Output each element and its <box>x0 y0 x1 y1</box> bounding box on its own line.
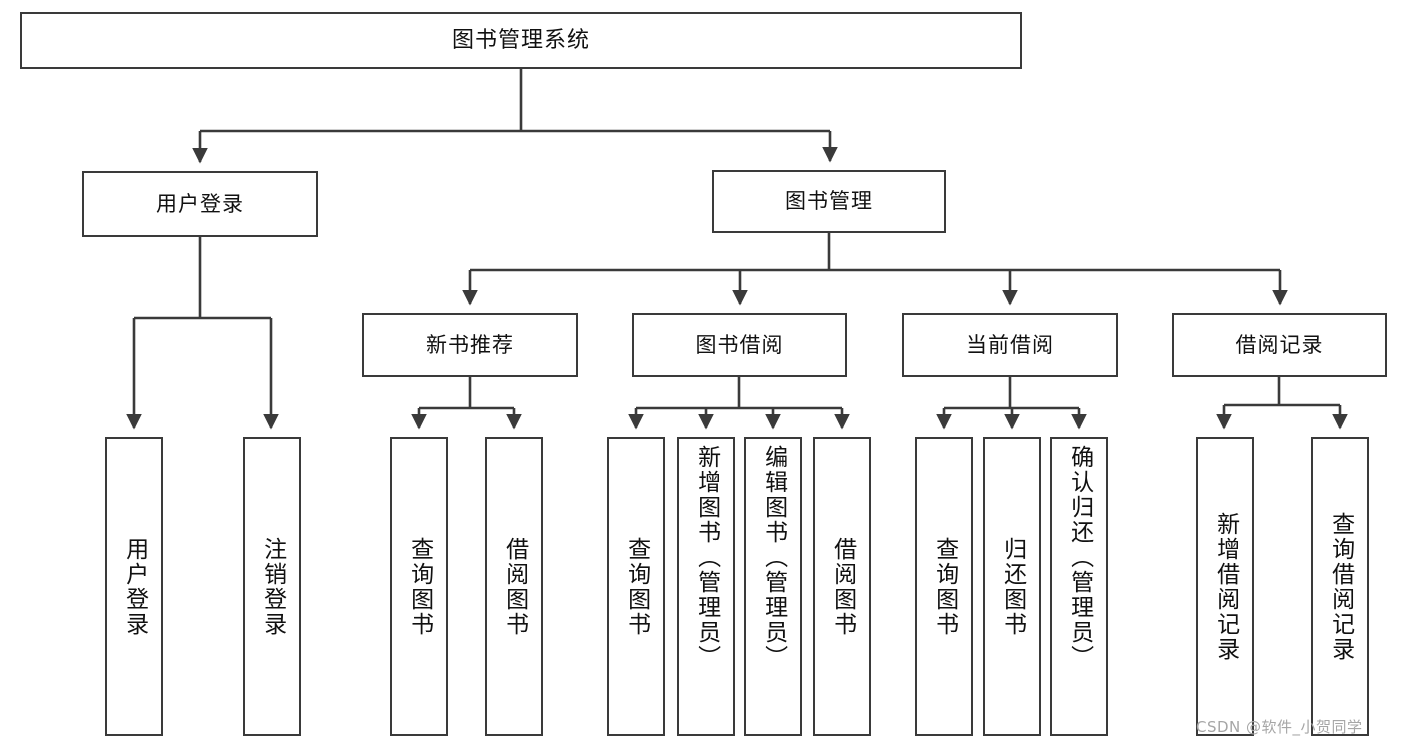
leaf-edit-book[interactable]: 编辑图书（管理员） <box>744 437 802 736</box>
leaf-label: 归还图书 <box>999 536 1026 637</box>
leaf-label: 新增借阅记录 <box>1212 511 1239 662</box>
leaf-label: 用户登录 <box>121 536 148 637</box>
leaf-confirm-return[interactable]: 确认归还（管理员） <box>1050 437 1108 736</box>
leaf-query-book-3[interactable]: 查询图书 <box>915 437 973 736</box>
node-borrowing-record[interactable]: 借阅记录 <box>1172 313 1387 377</box>
leaf-label: 确认归还（管理员） <box>1066 445 1093 670</box>
node-label: 用户登录 <box>156 191 244 216</box>
leaf-query-book-2[interactable]: 查询图书 <box>607 437 665 736</box>
node-current-borrowing[interactable]: 当前借阅 <box>902 313 1118 377</box>
leaf-logout-login[interactable]: 注销登录 <box>243 437 301 736</box>
leaf-label: 查询图书 <box>406 536 433 637</box>
node-label: 新书推荐 <box>426 332 514 357</box>
leaf-borrow-book-2[interactable]: 借阅图书 <box>813 437 871 736</box>
leaf-label: 借阅图书 <box>829 536 856 637</box>
leaf-return-book[interactable]: 归还图书 <box>983 437 1041 736</box>
leaf-label: 查询图书 <box>931 536 958 637</box>
leaf-borrow-book-1[interactable]: 借阅图书 <box>485 437 543 736</box>
node-label: 当前借阅 <box>966 332 1054 357</box>
leaf-label: 注销登录 <box>259 536 286 637</box>
leaf-label: 查询图书 <box>623 536 650 637</box>
leaf-add-book[interactable]: 新增图书（管理员） <box>677 437 735 736</box>
leaf-label: 编辑图书（管理员） <box>760 445 787 670</box>
leaf-label: 新增图书（管理员） <box>693 445 720 670</box>
node-label: 图书借阅 <box>695 332 784 357</box>
leaf-query-borrow-record[interactable]: 查询借阅记录 <box>1311 437 1369 736</box>
node-new-book-recommendation[interactable]: 新书推荐 <box>362 313 578 377</box>
node-label: 图书管理系统 <box>451 27 590 53</box>
node-root-system[interactable]: 图书管理系统 <box>20 12 1022 69</box>
node-label: 图书管理 <box>785 189 873 214</box>
node-label: 借阅记录 <box>1235 332 1324 357</box>
leaf-user-login[interactable]: 用户登录 <box>105 437 163 736</box>
node-book-management[interactable]: 图书管理 <box>712 170 946 233</box>
leaf-add-borrow-record[interactable]: 新增借阅记录 <box>1196 437 1254 736</box>
leaf-query-book-1[interactable]: 查询图书 <box>390 437 448 736</box>
leaf-label: 查询借阅记录 <box>1327 511 1354 662</box>
node-user-login[interactable]: 用户登录 <box>82 171 318 237</box>
leaf-label: 借阅图书 <box>501 536 528 637</box>
node-book-borrowing[interactable]: 图书借阅 <box>632 313 847 377</box>
csdn-watermark: CSDN @软件_小贺同学 <box>1196 718 1363 736</box>
